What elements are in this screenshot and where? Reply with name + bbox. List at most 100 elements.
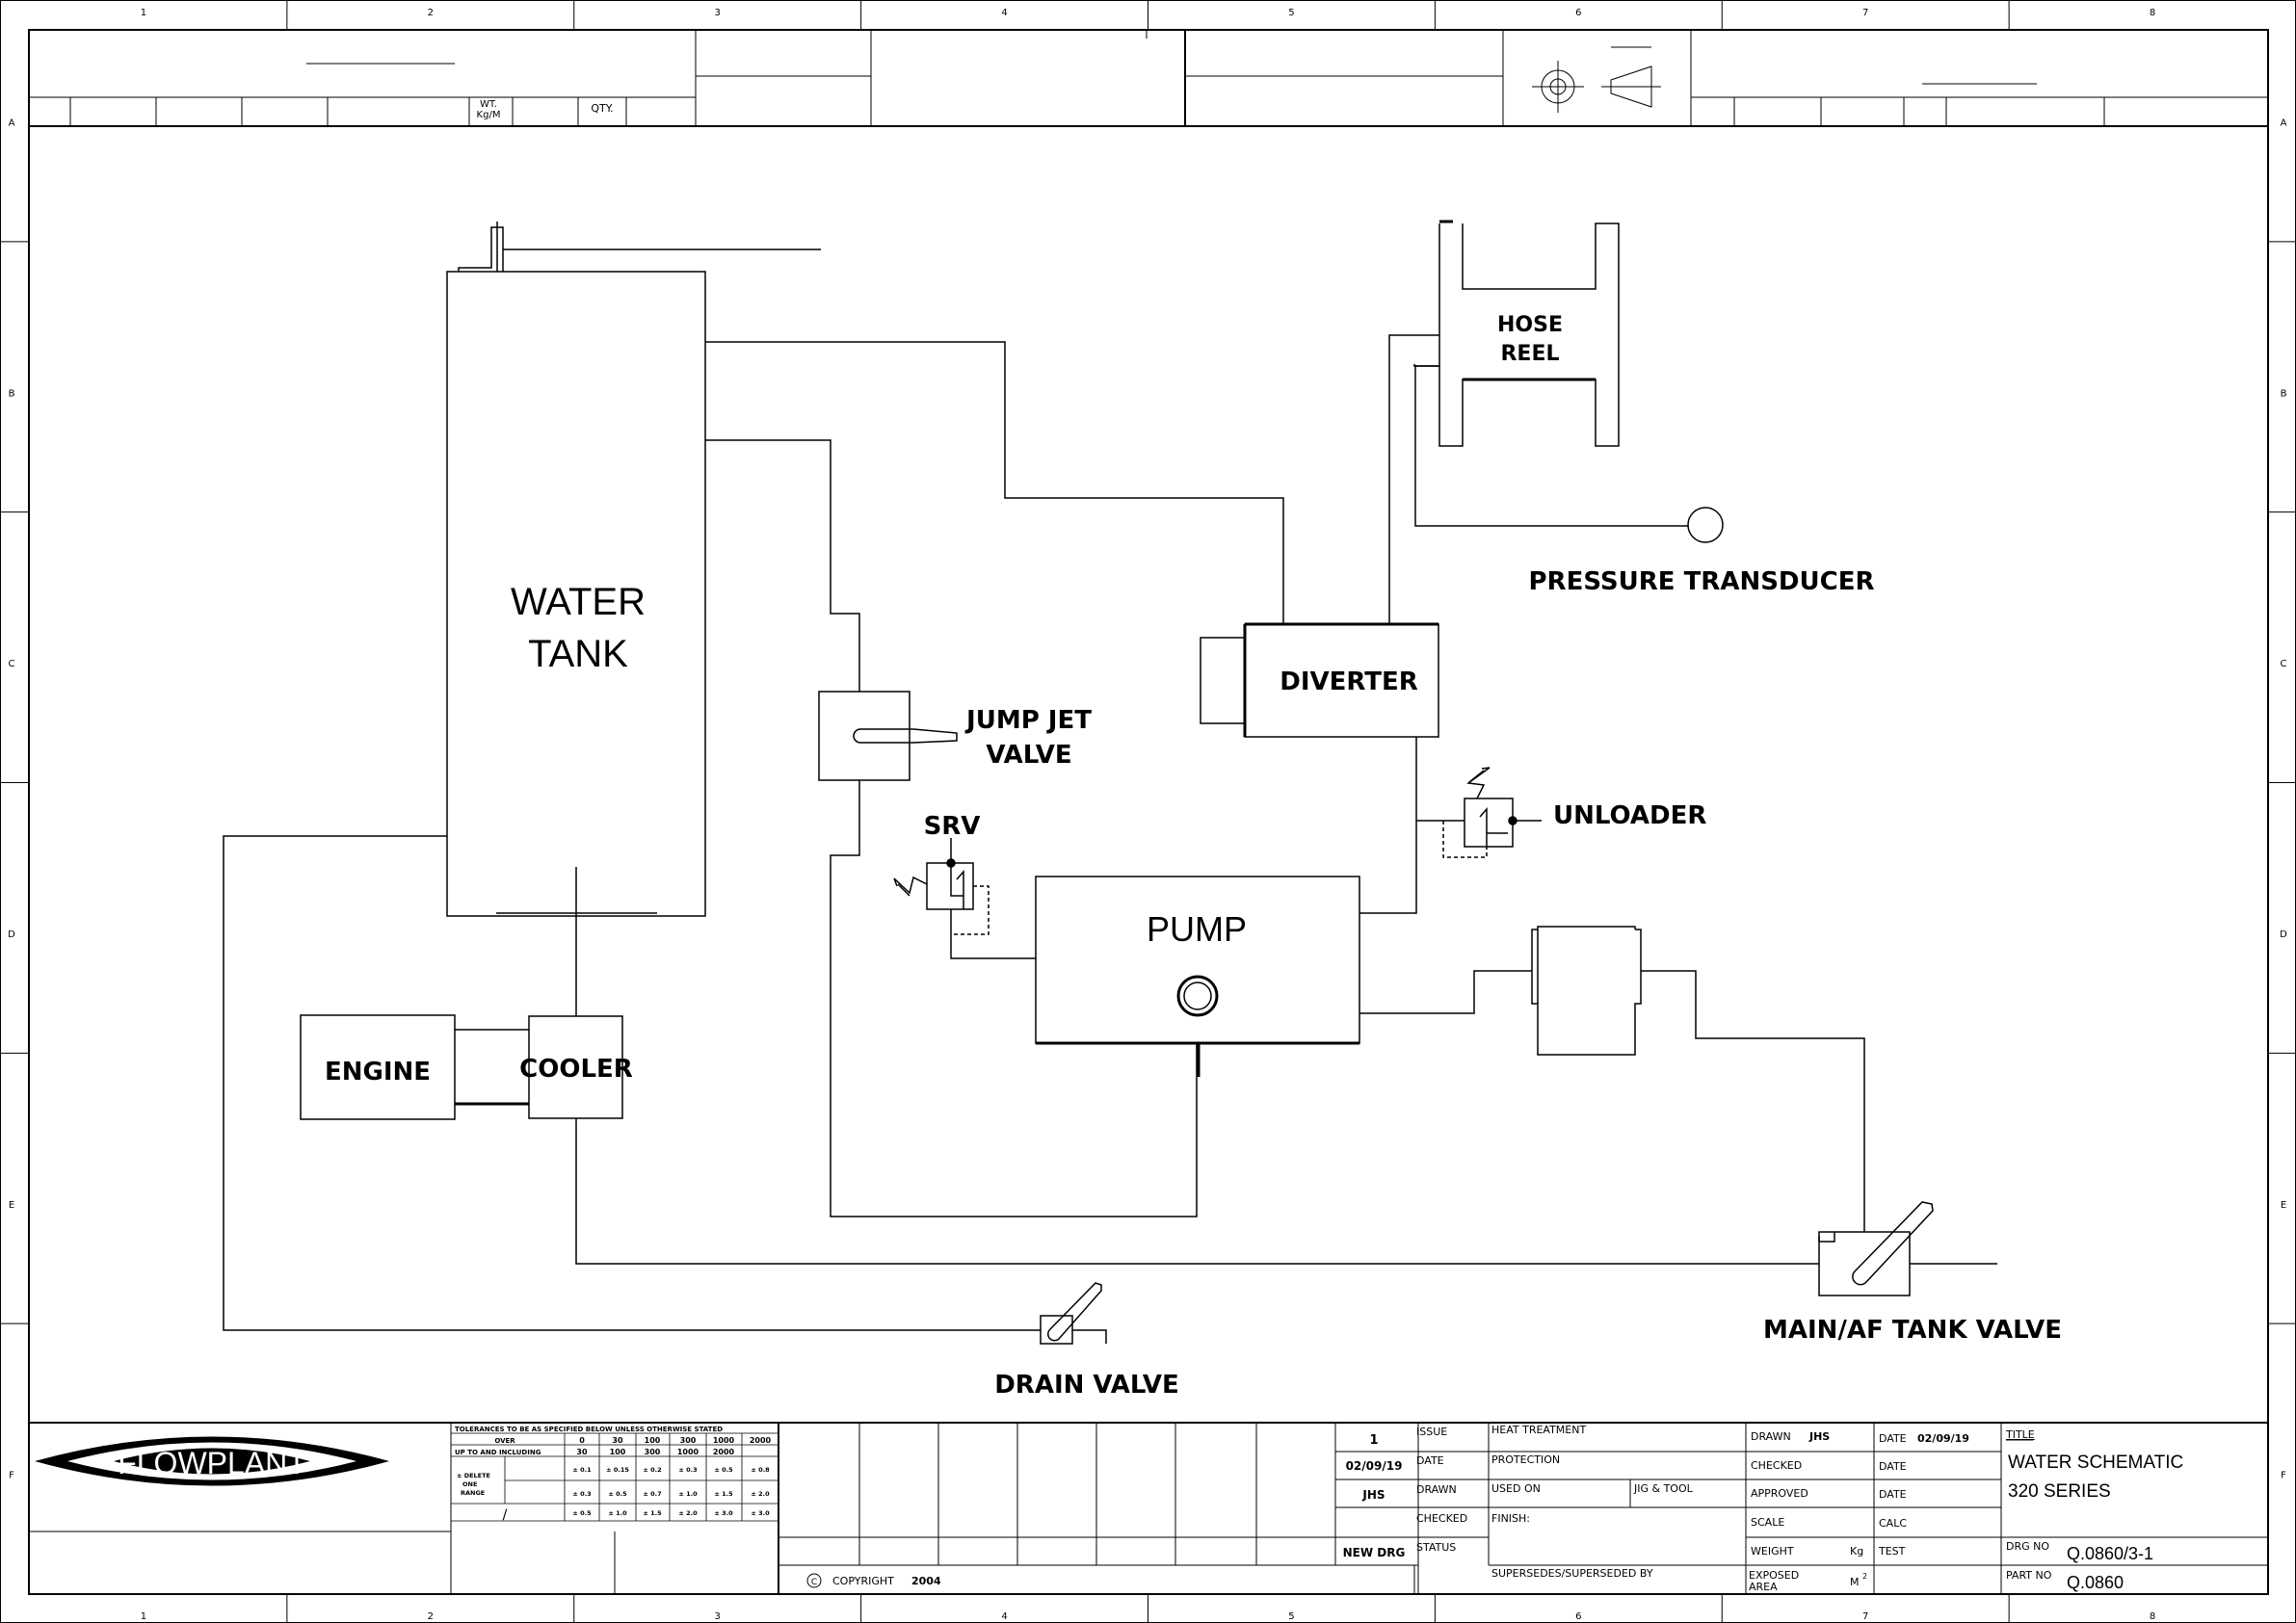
quantity-label: QTY.: [591, 102, 613, 115]
row-label-D-right: D: [2280, 929, 2287, 940]
tolerance-cell-row3-0: ± 0.5: [572, 1509, 592, 1517]
pressure-transducer-label: PRESSURE TRANSDUCER: [1529, 567, 1875, 596]
jump-jet-label-line1: JUMP JET: [964, 706, 1092, 735]
issue-value: 1: [1369, 1433, 1378, 1448]
tolerance-cell-over-5: 2000: [750, 1436, 772, 1445]
tolerance-cell-row2-2: ± 0.7: [643, 1490, 661, 1498]
row-label-E-left: E: [9, 1200, 14, 1211]
tolerance-delete-line2: ONE: [462, 1480, 477, 1488]
third-angle-projection-icon: [1532, 46, 1661, 113]
jump-jet-label-line2: VALVE: [986, 741, 1071, 770]
used-on-label: USED ON: [1491, 1482, 1541, 1495]
inner-frame: [28, 29, 2269, 1595]
weight-unit: Kg: [1850, 1545, 1863, 1558]
logo-wordmark: FLOWPLANT: [118, 1446, 306, 1480]
flowplant-logo: [35, 1436, 389, 1486]
heat-treatment-label: HEAT TREATMENT: [1491, 1424, 1586, 1436]
tolerance-cell-over-1: 30: [612, 1436, 623, 1445]
exposed-area-label-line2: AREA: [1749, 1581, 1778, 1593]
row-label-E-right: E: [2281, 1200, 2286, 1211]
column-label-1-bottom: 1: [141, 1611, 146, 1622]
water-tank-label-line2: TANK: [528, 633, 628, 675]
pressure-transducer: [1687, 507, 1724, 543]
title-block: [29, 1422, 2268, 1594]
checked-by-label: CHECKED: [1751, 1459, 1802, 1472]
schematic: [223, 220, 1997, 1345]
tolerance-cell-row2-3: ± 1.0: [678, 1490, 698, 1498]
tolerance-cell-upto-2: 300: [645, 1448, 661, 1456]
tolerance-cell-row3-3: ± 2.0: [678, 1509, 698, 1517]
tolerance-cell-row1-2: ± 0.2: [643, 1466, 661, 1474]
tolerance-cell-upto-0: 30: [576, 1448, 588, 1456]
weight-unit-label: Kg/M: [477, 110, 501, 120]
tolerance-angle-symbol: /: [503, 1507, 508, 1523]
tolerance-cell-over-4: 1000: [713, 1436, 735, 1445]
column-tick-marks: [286, 1, 2010, 1622]
tolerance-cell-over-3: 300: [680, 1436, 697, 1445]
tolerance-cell-upto-3: 1000: [677, 1448, 699, 1456]
drawn-by-value: JHS: [1808, 1430, 1830, 1443]
column-label-6-top: 6: [1575, 8, 1581, 18]
pump: [1035, 876, 1360, 1044]
issue-drawn-label: DRAWN: [1416, 1483, 1457, 1496]
issue-date-label: DATE: [1416, 1454, 1444, 1467]
tolerance-cell-row3-5: ± 3.0: [751, 1509, 770, 1517]
column-label-4-top: 4: [1001, 8, 1007, 18]
copyright-label: COPYRIGHT: [832, 1575, 894, 1587]
engine: [300, 1014, 456, 1120]
tolerance-cell-row3-1: ± 1.0: [608, 1509, 627, 1517]
unloader: [1442, 767, 1542, 858]
row-tick-marks: [1, 241, 2295, 1324]
tolerance-cell-row2-4: ± 1.5: [714, 1490, 733, 1498]
date-approval-label: DATE: [1879, 1432, 1907, 1445]
column-label-1-top: 1: [141, 8, 146, 18]
diverter-label: DIVERTER: [1280, 668, 1418, 696]
row-label-A-left: A: [9, 118, 15, 128]
unloader-label: UNLOADER: [1553, 801, 1706, 830]
test-label: TEST: [1878, 1545, 1906, 1558]
issue-drawn-value: JHS: [1361, 1488, 1385, 1502]
water-tank-label-line1: WATER: [511, 581, 646, 623]
weight-per-metre-label: WT.: [480, 99, 497, 110]
approved-label: APPROVED: [1751, 1487, 1808, 1500]
tolerance-cell-upto-1: 100: [610, 1448, 626, 1456]
weight-label: WEIGHT: [1751, 1545, 1794, 1558]
tolerance-cell-row2-1: ± 0.5: [608, 1490, 627, 1498]
column-label-7-top: 7: [1862, 8, 1868, 18]
column-label-7-bottom: 7: [1862, 1611, 1868, 1622]
exposed-area-label-line1: EXPOSED: [1749, 1569, 1799, 1582]
drain-valve: [1040, 1282, 1107, 1345]
drawing-number-label: DRG NO: [2006, 1540, 2049, 1553]
tolerance-cell-over-2: 100: [645, 1436, 661, 1445]
title-label: TITLE: [2005, 1428, 2035, 1441]
finish-label: FINISH:: [1491, 1512, 1530, 1525]
issue-date-value: 02/09/19: [1346, 1459, 1403, 1473]
protection-label: PROTECTION: [1491, 1453, 1560, 1466]
tolerance-cell-row3-4: ± 3.0: [714, 1509, 733, 1517]
tolerance-delete-line1: ± DELETE: [457, 1472, 490, 1479]
main-af-tank-valve-label: MAIN/AF TANK VALVE: [1763, 1316, 2062, 1345]
tolerance-cell-row1-3: ± 0.3: [678, 1466, 697, 1474]
column-label-2-top: 2: [428, 8, 434, 18]
hose-reel: [1438, 220, 1620, 447]
drawing-title-line1: WATER SCHEMATIC: [2008, 1453, 2183, 1473]
pump-label: PUMP: [1147, 909, 1247, 949]
part-number-label: PART NO: [2006, 1569, 2052, 1582]
row-label-B-right: B: [2281, 388, 2287, 399]
tolerance-cell-over-0: 0: [579, 1436, 585, 1445]
supersedes-label: SUPERSEDES/SUPERSEDED BY: [1491, 1567, 1653, 1580]
row-label-D-left: D: [8, 929, 15, 940]
row-label-C-left: C: [9, 659, 15, 669]
issue-checked-label: CHECKED: [1416, 1512, 1467, 1525]
tolerance-cell-row1-1: ± 0.15: [606, 1466, 629, 1474]
column-label-8-top: 8: [2150, 8, 2155, 18]
header-band: [29, 30, 2268, 127]
tolerance-cell-row3-2: ± 1.5: [643, 1509, 662, 1517]
cooler-label: COOLER: [519, 1055, 633, 1084]
column-label-6-bottom: 6: [1575, 1611, 1581, 1622]
tank-filler: [458, 226, 504, 272]
pump-shaft-icon: [1176, 975, 1219, 1017]
row-label-F-right: F: [2281, 1471, 2286, 1481]
